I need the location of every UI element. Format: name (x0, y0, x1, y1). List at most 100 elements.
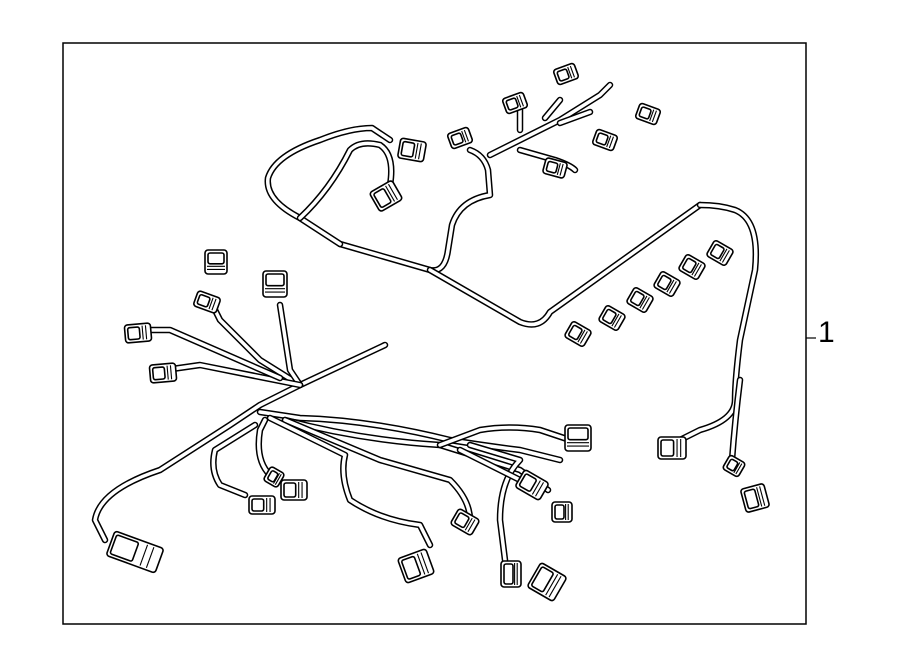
connector-12-rib-1 (666, 279, 675, 293)
connector-29 (527, 562, 567, 602)
connector-21-face (126, 326, 141, 341)
connector-5 (591, 128, 619, 152)
wire-core-13 (163, 363, 302, 387)
connector-2 (501, 91, 529, 115)
connector-32 (515, 469, 549, 501)
connector-5-face (595, 132, 609, 146)
connector-15 (657, 436, 687, 460)
wire-core-18 (268, 416, 432, 547)
connector-25-face (283, 482, 297, 498)
wire-core-12 (278, 303, 302, 387)
connector-27-rib-2 (467, 519, 476, 533)
connector-12-rib-2 (668, 281, 677, 294)
wire-core-21 (438, 425, 572, 447)
harness-wires (91, 81, 759, 564)
connector-6-face (545, 160, 559, 174)
connector-31 (564, 424, 592, 452)
connector-4 (634, 102, 662, 126)
connector-26-rib-1 (273, 472, 280, 484)
wire-outline-2 (426, 201, 704, 328)
connector-8 (369, 180, 403, 212)
connector-33 (551, 501, 573, 523)
connector-28-face (401, 555, 422, 580)
connector-16-rib-2 (759, 486, 766, 506)
connector-4-rib-1 (649, 109, 655, 122)
connector-2-rib-2 (518, 94, 524, 107)
connector-1 (552, 62, 580, 86)
connector-6-rib-2 (559, 163, 564, 176)
connector-16-face (743, 488, 760, 510)
connector-11 (626, 287, 654, 313)
connector-20-rib-1 (208, 297, 214, 310)
connector-23-face (109, 534, 140, 562)
connector-3-rib-2 (463, 129, 469, 142)
connector-14-face (710, 243, 725, 260)
connector-13-rib-2 (693, 264, 702, 277)
connector-23 (106, 530, 164, 574)
callout-1-label: 1 (818, 316, 835, 349)
connector-4-face (638, 106, 652, 120)
connector-13 (678, 254, 706, 280)
connector-28-rib-1 (416, 553, 426, 575)
connector-17-rib-1 (733, 462, 741, 474)
connector-20-rib-2 (211, 298, 217, 311)
connector-32-face (518, 473, 537, 492)
connector-14-rib-2 (721, 250, 730, 263)
connector-30 (500, 560, 522, 588)
connector-17-rib-2 (735, 463, 743, 475)
connector-4-rib-2 (651, 110, 657, 123)
connector-15-face (660, 439, 675, 457)
connector-20 (193, 290, 221, 314)
connector-32-rib-1 (531, 480, 541, 495)
wire-core-7 (488, 83, 612, 157)
wire-core-10 (93, 343, 387, 542)
connector-26-rib-2 (274, 474, 282, 485)
wire-core-1 (338, 148, 492, 273)
wire-core-20 (211, 423, 257, 497)
connector-12 (653, 271, 681, 297)
connector-20-face (196, 293, 211, 308)
harness-connectors (106, 62, 770, 602)
connector-14 (706, 240, 734, 266)
connector-19-face (265, 273, 285, 287)
connector-11-rib-1 (639, 295, 648, 309)
connector-27 (450, 508, 480, 536)
connector-29-rib-2 (548, 575, 562, 598)
connector-17 (722, 454, 746, 478)
connector-31-face (567, 427, 589, 441)
connector-5-rib-2 (608, 136, 614, 149)
connector-28 (397, 548, 435, 584)
connector-29-rib-1 (545, 574, 559, 596)
connector-30-face (503, 563, 514, 585)
connector-16-rib-1 (756, 487, 763, 507)
connector-27-face (454, 512, 470, 529)
connector-24 (248, 495, 276, 515)
connector-11-face (630, 290, 645, 307)
connector-8-rib-2 (388, 183, 398, 201)
connector-8-rib-1 (385, 185, 396, 202)
connector-32-rib-2 (535, 482, 544, 497)
connector-17-face (726, 458, 739, 472)
connector-21 (123, 322, 153, 344)
connector-10-rib-2 (613, 315, 622, 328)
connector-11-rib-2 (641, 297, 650, 310)
connector-9-rib-1 (577, 329, 586, 343)
connector-6 (542, 157, 568, 179)
connector-7-rib-1 (414, 142, 419, 159)
connector-1-rib-2 (569, 65, 575, 78)
connector-13-face (682, 257, 697, 274)
connector-24-face (251, 498, 265, 512)
wire-core-2 (428, 203, 702, 327)
connector-6-rib-1 (556, 163, 561, 175)
wire-core-3 (678, 203, 758, 442)
connector-2-face (505, 97, 519, 111)
connector-14-rib-1 (719, 248, 728, 262)
connector-7-rib-2 (418, 143, 422, 160)
connector-22-face (151, 366, 166, 381)
connector-2-rib-1 (516, 95, 522, 108)
connector-10 (598, 305, 626, 331)
connector-12-face (657, 274, 672, 291)
wire-core-4 (730, 378, 742, 462)
connector-22-rib-2 (169, 365, 173, 380)
wire-core-8 (518, 98, 592, 132)
